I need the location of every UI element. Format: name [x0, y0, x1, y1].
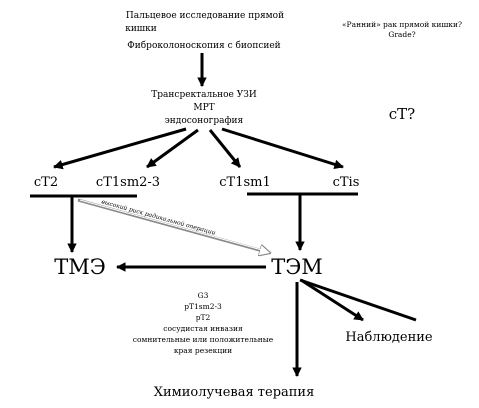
arrow-to-ct2: [53, 127, 187, 170]
exam-line-1: Пальцевое исследование прямой: [126, 11, 284, 21]
arrow-tem-edge: [299, 278, 417, 322]
criteria-item: G3: [198, 291, 209, 300]
arrow-to-ct1sm23: [146, 128, 199, 169]
stage-ct2: cT2: [34, 175, 58, 190]
imaging-line-3: эндосонография: [165, 116, 244, 126]
risk-label: высокий риск радикальной операции: [101, 198, 217, 236]
criteria-item: pT2: [196, 313, 211, 322]
outcome-observation: Наблюдение: [345, 330, 433, 345]
exam-line-2: кишки: [125, 24, 157, 34]
outcome-tme: ТМЭ: [54, 255, 106, 279]
outcome-tem: ТЭМ: [271, 255, 323, 279]
ct-question: cT?: [389, 105, 415, 123]
arrow-to-ct1sm1: [208, 129, 242, 168]
criteria-item: края резекции: [174, 346, 232, 355]
arrow-risk: [77, 198, 270, 253]
outcome-chemo: Химиолучевая терапия: [154, 385, 315, 400]
criteria-item: сосудистая инвазия: [163, 324, 243, 333]
stage-ctis: cTis: [333, 175, 360, 190]
criteria-item: сомнительные или положительные: [133, 335, 274, 344]
imaging-line-1: Трансректальное УЗИ: [151, 90, 257, 100]
arrow-tem-to-observation: [300, 278, 364, 322]
imaging-line-2: МРТ: [193, 103, 214, 113]
early-cancer-question: «Ранний» рак прямой кишки?: [342, 20, 462, 29]
criteria-item: pT1sm2-3: [184, 302, 222, 311]
arrow-risk-core: [79, 199, 263, 251]
arrow-to-ctis: [221, 127, 344, 169]
stage-ct1sm1: cT1sm1: [219, 175, 271, 190]
grade-question: Grade?: [388, 30, 415, 39]
exam-line-3: Фиброколоноскопия с биопсией: [127, 40, 280, 51]
stage-ct1sm23: cT1sm2-3: [96, 175, 160, 190]
